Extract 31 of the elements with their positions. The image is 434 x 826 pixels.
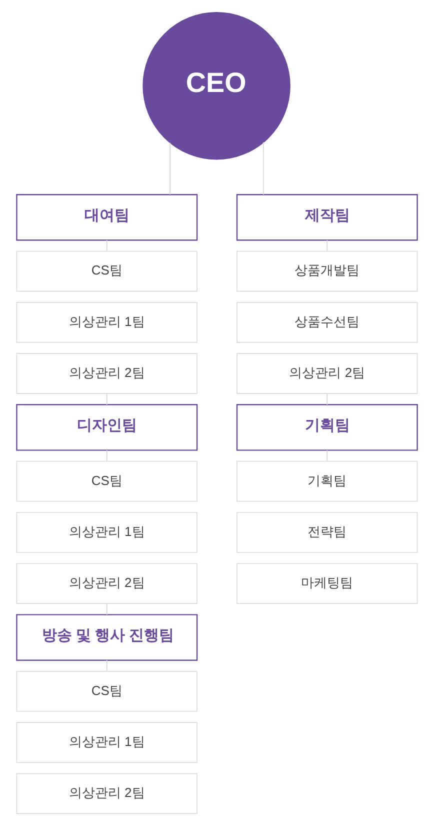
connector bbox=[106, 394, 108, 405]
node-box: 대여팀 bbox=[16, 194, 198, 241]
node-box: 기획팀 bbox=[236, 460, 418, 502]
connector bbox=[326, 450, 328, 462]
node-circle: CEO bbox=[142, 12, 290, 160]
node-box: 의상관리 2팀 bbox=[16, 563, 198, 604]
node-box: 의상관리 1팀 bbox=[16, 722, 198, 763]
node-box: 의상관리 2팀 bbox=[16, 773, 198, 814]
connector bbox=[106, 450, 108, 462]
node-box: 상품개발팀 bbox=[236, 250, 418, 292]
connector bbox=[326, 394, 328, 405]
connector bbox=[326, 240, 328, 252]
node-box: 상품수선팀 bbox=[236, 302, 418, 343]
connector bbox=[170, 142, 171, 194]
node-box: 의상관리 2팀 bbox=[236, 353, 418, 394]
node-box: 제작팀 bbox=[236, 194, 418, 241]
node-box: 의상관리 1팀 bbox=[16, 512, 198, 553]
node-box: 디자인팀 bbox=[16, 404, 198, 451]
connector bbox=[106, 604, 108, 615]
connector bbox=[106, 660, 108, 672]
node-box: CS팀 bbox=[16, 460, 198, 502]
node-box: CS팀 bbox=[16, 250, 198, 292]
node-box: CS팀 bbox=[16, 670, 198, 712]
node-box: 기획팀 bbox=[236, 404, 418, 451]
connector bbox=[262, 142, 264, 195]
node-box: 의상관리 2팀 bbox=[16, 353, 198, 394]
node-box: 마케팅팀 bbox=[236, 563, 418, 604]
node-box: 방송 및 행사 진행팀 bbox=[16, 614, 198, 661]
connector bbox=[106, 240, 108, 252]
node-box: 의상관리 1팀 bbox=[16, 302, 198, 343]
node-box: 전략팀 bbox=[236, 512, 418, 553]
